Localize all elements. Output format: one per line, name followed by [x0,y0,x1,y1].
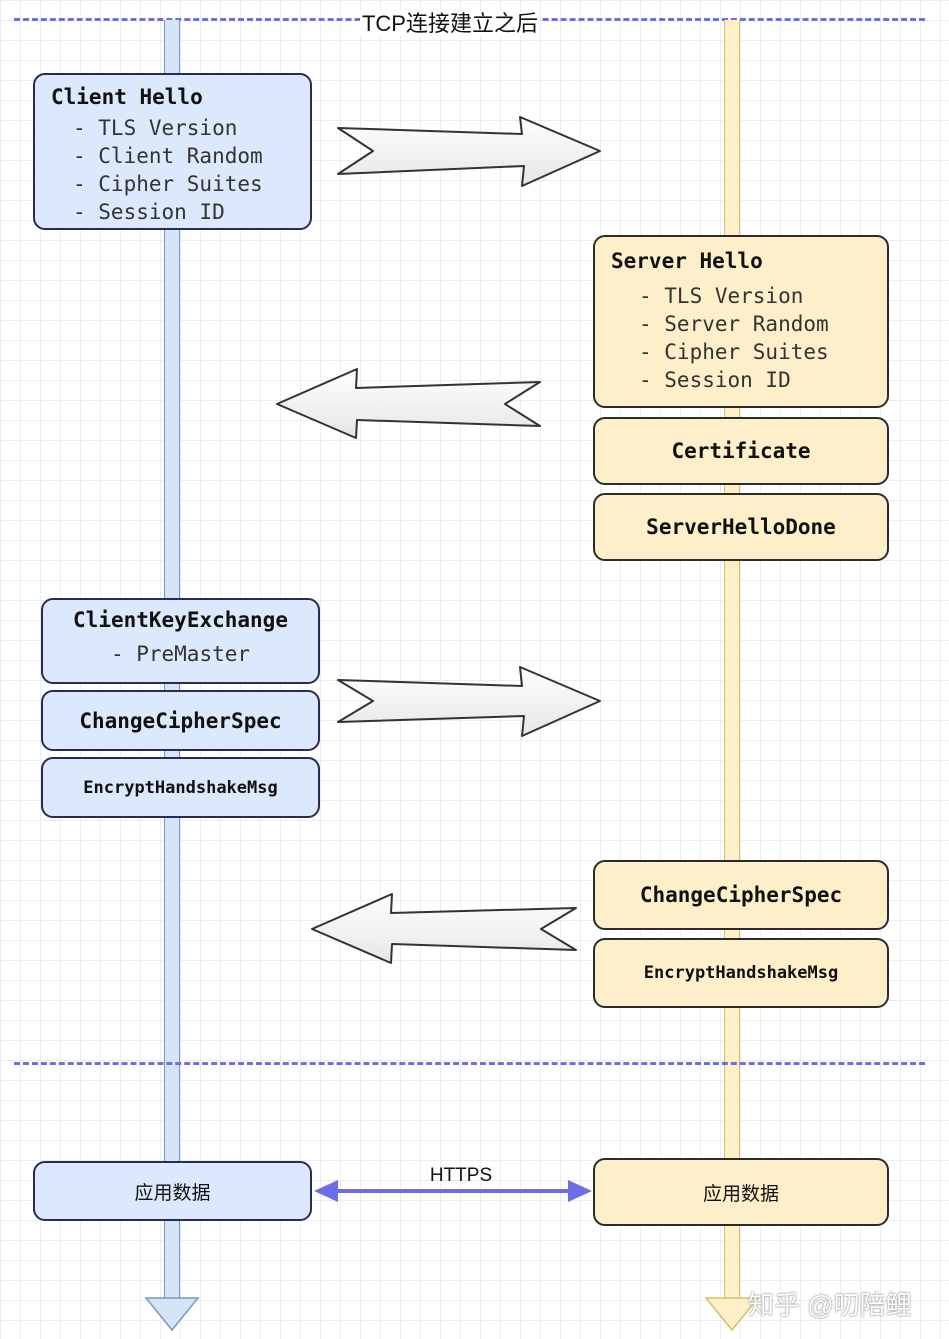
client-hello-item: - Session ID [73,200,225,224]
certificate-box: Certificate [593,417,889,485]
certificate-label: Certificate [671,439,811,463]
server-app-data-label: 应用数据 [702,1183,779,1205]
client-encrypt-handshake-box: EncryptHandshakeMsg [41,757,320,818]
client-app-data-box: 应用数据 [33,1161,312,1221]
server-hello-box: Server Hello - TLS Version - Server Rand… [593,235,889,408]
server-app-data-box: 应用数据 [593,1158,889,1226]
server-hello-done-box: ServerHelloDone [593,493,889,561]
server-hello-title: Server Hello [611,249,763,273]
client-app-data-label: 应用数据 [134,1182,211,1204]
server-hello-item: - Session ID [639,368,791,392]
bottom-separator [14,1062,925,1065]
server-change-cipher-spec-box: ChangeCipherSpec [593,860,889,930]
client-encrypt-handshake-label: EncryptHandshakeMsg [83,777,278,798]
client-change-cipher-spec-box: ChangeCipherSpec [41,690,320,751]
server-hello-item: - Server Random [639,312,829,336]
server-hello-arrow-icon [276,368,541,439]
client-hello-item: - TLS Version [73,116,238,140]
server-finished-arrow-icon [311,893,577,964]
client-change-cipher-spec-label: ChangeCipherSpec [79,708,282,733]
client-lifeline-head-icon [144,1297,200,1332]
https-arrow-left-head-icon [314,1180,338,1202]
client-hello-item: - Cipher Suites [73,172,263,196]
server-change-cipher-spec-label: ChangeCipherSpec [639,883,843,907]
client-hello-title: Client Hello [51,85,203,109]
server-hello-done-label: ServerHelloDone [646,515,836,539]
https-label: HTTPS [429,1165,493,1186]
server-lifeline-head-icon [704,1297,760,1332]
client-hello-box: Client Hello - TLS Version - Client Rand… [33,73,312,230]
client-key-exchange-arrow-icon [337,666,601,737]
premaster-item: - PreMaster [110,642,251,666]
https-arrow-right-head-icon [568,1180,592,1202]
client-key-exchange-title: ClientKeyExchange [73,608,288,632]
watermark: 知乎 @叨陪鲤 [748,1290,912,1320]
server-encrypt-handshake-label: EncryptHandshakeMsg [643,963,839,983]
client-key-exchange-box: ClientKeyExchange - PreMaster [41,598,320,684]
client-hello-item: - Client Random [73,144,263,168]
server-encrypt-handshake-box: EncryptHandshakeMsg [593,938,889,1008]
diagram-title: TCP连接建立之后 [359,11,540,36]
server-hello-item: - Cipher Suites [639,340,829,364]
client-hello-arrow-icon [337,116,601,187]
server-hello-item: - TLS Version [639,284,804,308]
